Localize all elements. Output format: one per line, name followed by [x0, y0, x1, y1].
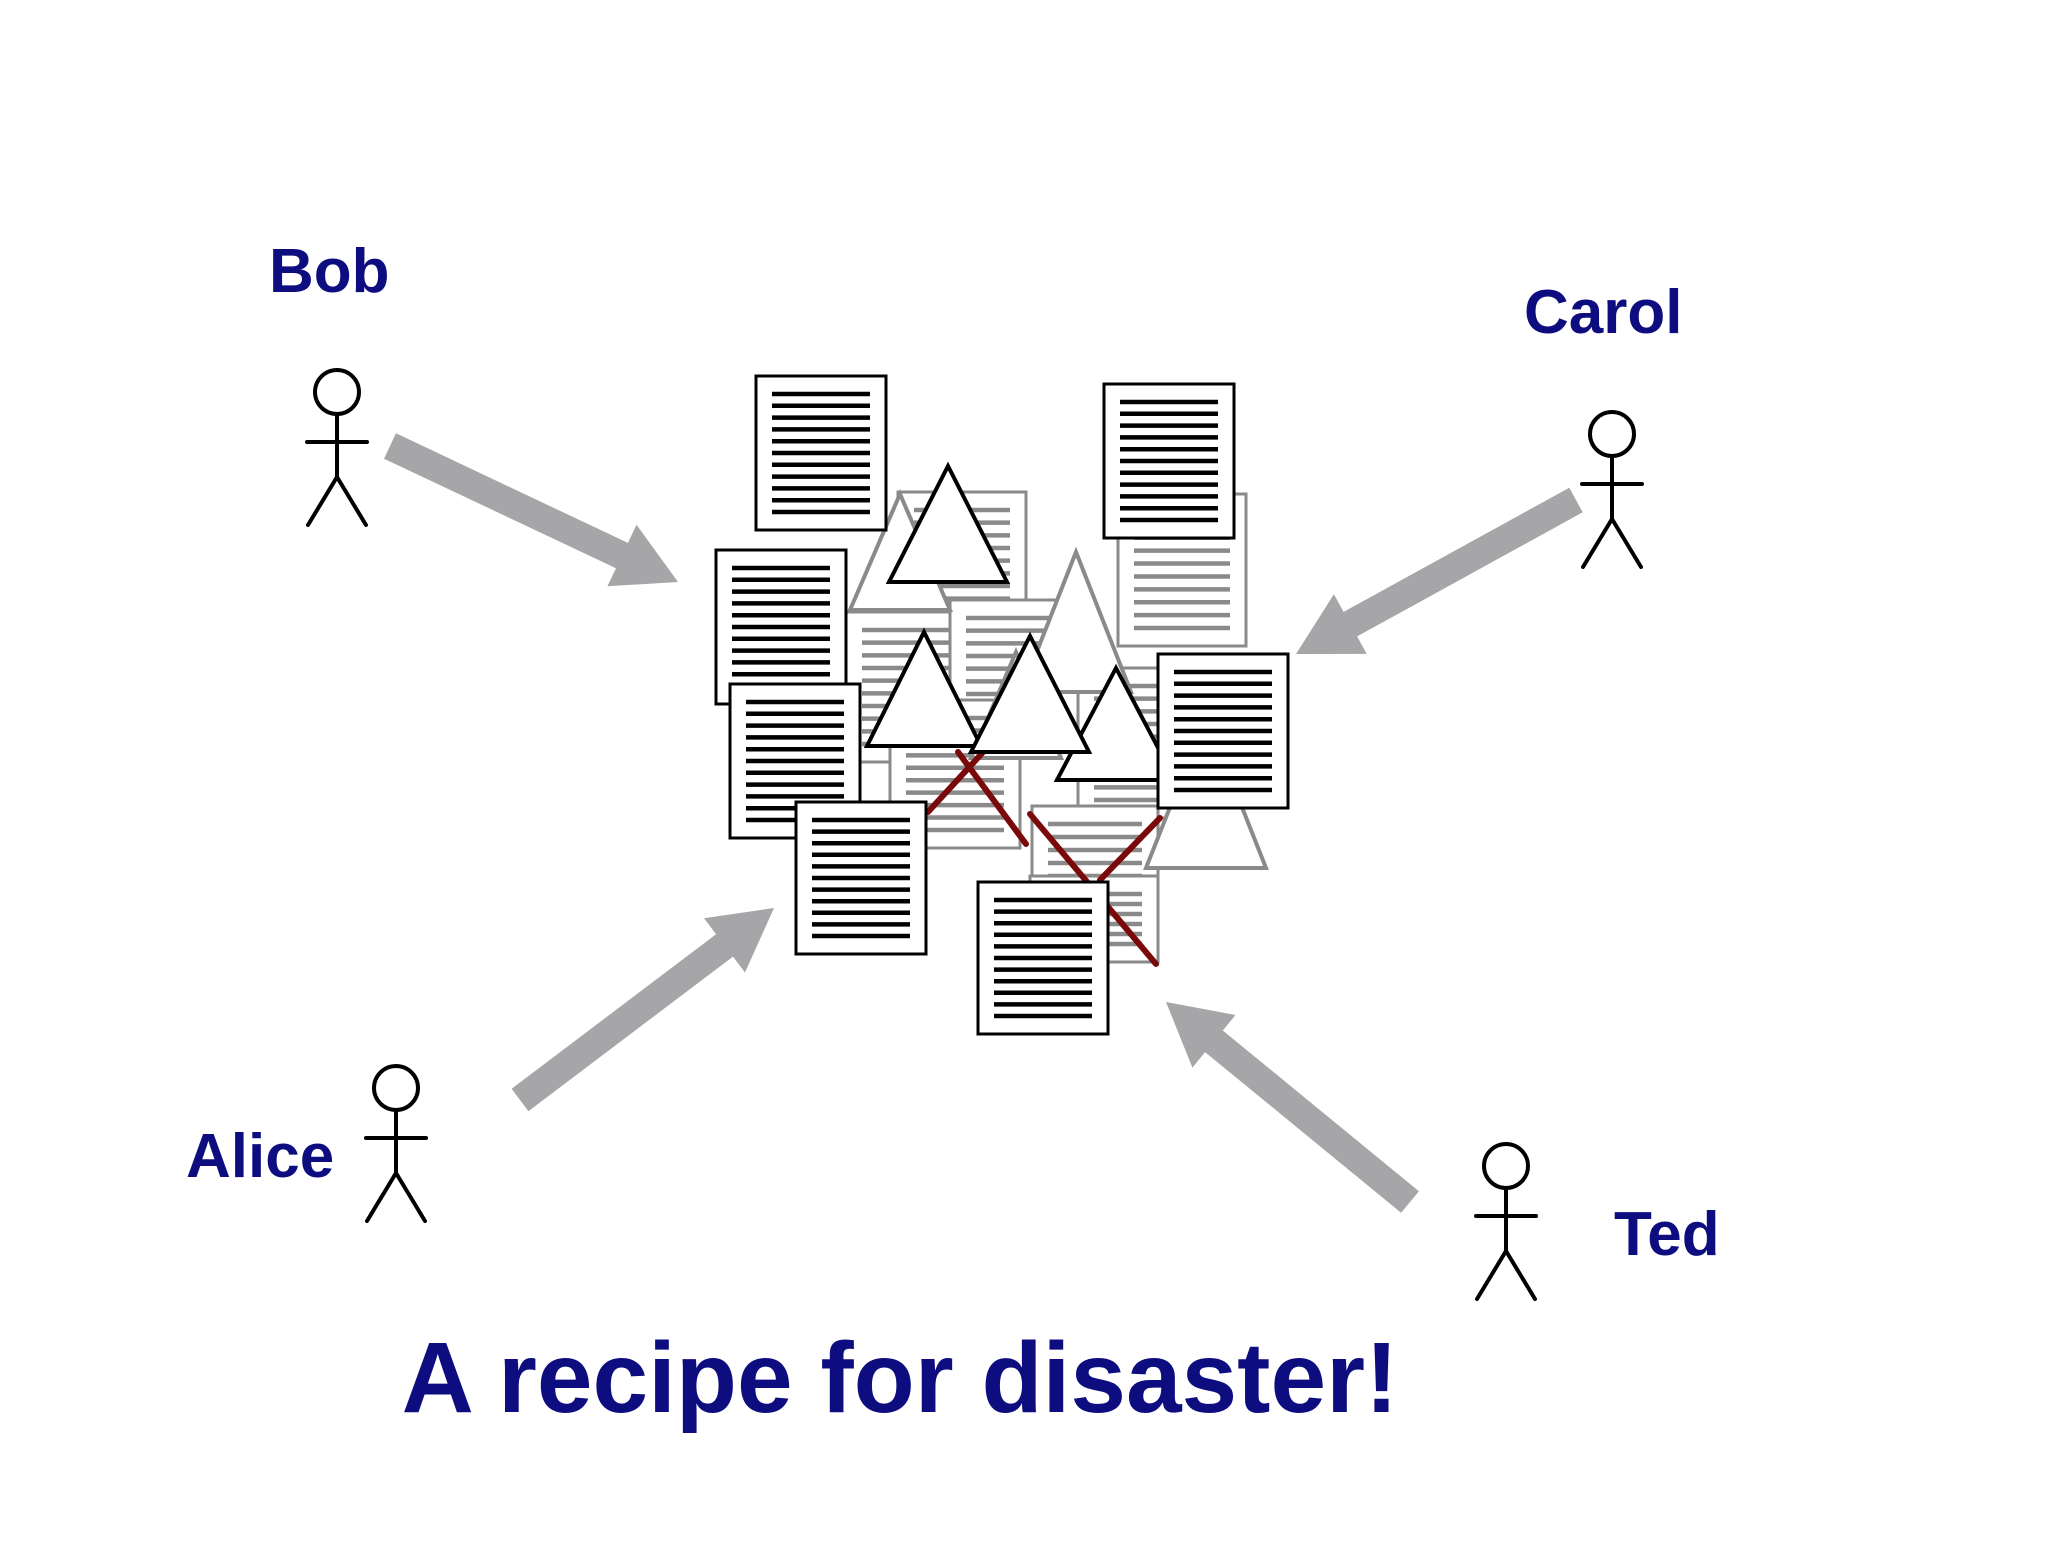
- stick-figure-icon-bob: [305, 368, 369, 527]
- person-label-ted: Ted: [1614, 1200, 1720, 1269]
- stick-figure-leg: [335, 475, 368, 527]
- stick-figure-icon-ted: [1474, 1142, 1538, 1301]
- arrow-icon-ted: [1166, 1002, 1419, 1213]
- arrow-icon-carol: [1296, 487, 1583, 654]
- stick-figure-head: [313, 368, 361, 416]
- person-label-bob: Bob: [269, 237, 390, 306]
- stick-figure-head: [1588, 410, 1636, 458]
- conflict-line: [955, 749, 1029, 847]
- active-artifacts-layer: [714, 374, 1290, 1036]
- person-label-carol: Carol: [1524, 278, 1683, 347]
- stick-figure-leg: [1581, 517, 1614, 569]
- stick-figure-leg: [1504, 1249, 1537, 1301]
- stick-figure-leg: [1475, 1249, 1508, 1301]
- triangle-icon: [967, 631, 1093, 754]
- document-icon: [1156, 652, 1290, 810]
- conflict-line: [925, 747, 988, 815]
- stick-figure-icon-carol: [1580, 410, 1644, 569]
- stick-figure-head: [1482, 1142, 1530, 1190]
- arrows-layer: [384, 433, 1583, 1213]
- stick-figure-head: [372, 1064, 420, 1112]
- document-icon: [794, 800, 928, 956]
- document-icon: [754, 374, 888, 532]
- person-label-alice: Alice: [186, 1122, 335, 1191]
- stick-figures-layer: [305, 368, 1644, 1301]
- stick-figure-leg: [306, 475, 339, 527]
- stick-figure-leg: [394, 1171, 427, 1223]
- document-icon: [1102, 382, 1236, 540]
- stick-figure-icon-alice: [364, 1064, 428, 1223]
- stick-figure-leg: [365, 1171, 398, 1223]
- conflict-line: [1097, 815, 1163, 883]
- triangle-icon-faded: [1018, 546, 1134, 694]
- triangle-icon: [885, 461, 1011, 584]
- caption: A recipe for disaster!: [401, 1322, 1399, 1434]
- triangle-icon: [863, 627, 985, 748]
- stick-figure-leg: [1610, 517, 1643, 569]
- document-icon: [714, 548, 848, 706]
- arrow-icon-alice: [511, 908, 774, 1112]
- arrow-icon-bob: [384, 433, 678, 587]
- document-icon: [976, 880, 1110, 1036]
